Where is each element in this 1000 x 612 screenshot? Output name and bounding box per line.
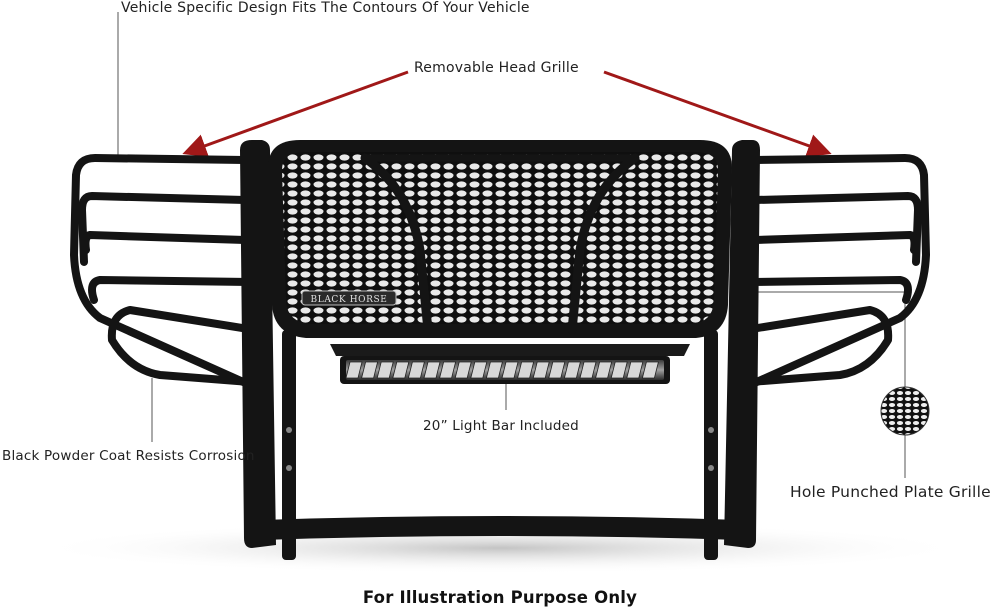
- led-cell: [517, 361, 535, 379]
- led-cell: [392, 361, 410, 379]
- led-cell: [470, 361, 488, 379]
- mount-bolts: [286, 427, 714, 471]
- brand-badge-plate: [301, 290, 397, 306]
- arrow-left: [182, 70, 409, 158]
- led-cell: [423, 361, 441, 379]
- hole-punched-swatch: [880, 386, 930, 436]
- led-cell: [610, 361, 628, 379]
- led-cell: [563, 361, 581, 379]
- bottom-crossbar: [262, 516, 740, 540]
- callout-powder-coat: Black Powder Coat Resists Corrosion: [2, 448, 255, 464]
- led-cell: [439, 361, 457, 379]
- led-cell: [579, 361, 597, 379]
- light-bar: [330, 344, 690, 384]
- led-cell: [454, 361, 472, 379]
- callout-hole-punched: Hole Punched Plate Grille: [790, 483, 991, 501]
- callout-removable-grille: Removable Head Grille: [414, 60, 579, 76]
- right-wing: [741, 154, 930, 389]
- removable-grille-arrows: [182, 70, 832, 158]
- led-cell: [595, 361, 613, 379]
- led-cell: [626, 361, 644, 379]
- led-cell: [548, 361, 566, 379]
- arrow-right: [603, 70, 832, 158]
- left-wing: [70, 154, 259, 389]
- callout-vehicle-specific: Vehicle Specific Design Fits The Contour…: [121, 0, 530, 16]
- callout-light-bar: 20” Light Bar Included: [423, 418, 579, 434]
- led-cell: [407, 361, 425, 379]
- led-cell: [376, 361, 394, 379]
- brand-badge: BLACK HORSE: [311, 295, 388, 305]
- led-cell: [532, 361, 550, 379]
- led-cell: [485, 361, 503, 379]
- led-cell: [345, 361, 363, 379]
- head-grille: [268, 140, 732, 338]
- uprights: [240, 140, 760, 560]
- led-cell: [501, 361, 519, 379]
- led-cell: [361, 361, 379, 379]
- led-cell: [641, 361, 659, 379]
- footer-note: For Illustration Purpose Only: [362, 588, 638, 607]
